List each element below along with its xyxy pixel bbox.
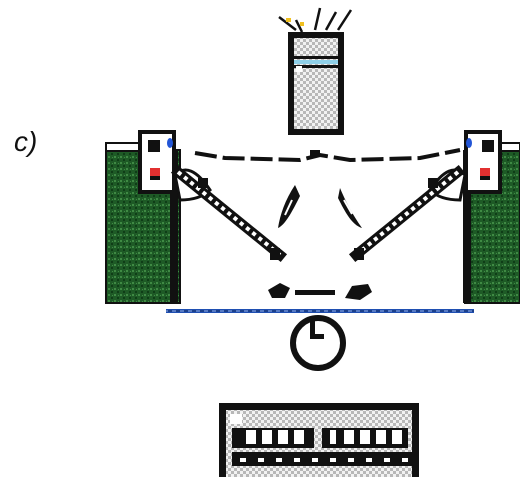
center-left-feather-icon — [278, 185, 300, 228]
left-diagonal-arm — [170, 164, 288, 263]
blue-floor-line — [166, 309, 474, 313]
keyboard-icon — [219, 403, 419, 477]
lamp-device-icon — [278, 7, 353, 135]
right-diagonal-arm — [348, 164, 466, 263]
panel-label: c) — [14, 126, 38, 157]
clock-icon — [290, 315, 346, 371]
ceiling-dashes — [194, 148, 461, 163]
center-right-feather-icon — [338, 188, 362, 228]
floor-objects — [268, 283, 372, 300]
